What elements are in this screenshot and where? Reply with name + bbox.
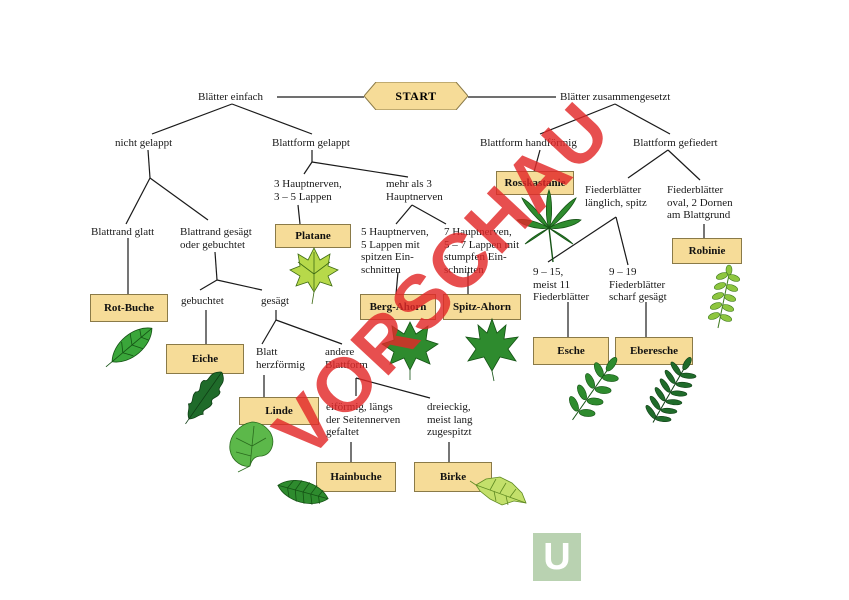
label-fiederblaetter-laenglich: Fiederblätter länglich, spitz [585,184,647,209]
label-andere-blattform: andere Blattform [325,346,368,371]
label-neun-fuenfzehn: 9 – 15, meist 11 Fiederblätter [533,266,590,303]
hainbuche-leaf-icon [277,479,329,505]
rot-buche-leaf-icon [105,327,153,368]
label-blaetter-zusammengesetzt: Blätter zusammengesetzt [560,91,671,103]
esche-leaf-icon [569,356,619,421]
label-blattform-gelappt: Blattform gelappt [272,137,350,149]
birke-leaf-icon [469,476,527,506]
eiche-leaf-icon [185,371,224,425]
label-mehr-als-drei: mehr als 3 Hauptnerven [386,178,443,203]
start-label: START [395,88,437,103]
box-eiche: Eiche [166,344,244,374]
box-robinie: Robinie [672,238,742,264]
start-node: START [364,82,468,110]
label-blattform-gefiedert: Blattform gefiedert [633,137,718,149]
platane-leaf-icon [289,247,339,305]
box-rosskastanie: Rosskastanie [496,171,574,195]
label-sieben-hauptnerven: 7 Hauptnerven, 5 – 7 Lappen mit stumpfen… [444,226,520,276]
box-esche: Esche [533,337,609,365]
label-nicht-gelappt: nicht gelappt [115,137,173,149]
box-eberesche: Eberesche [615,337,693,365]
box-berg-ahorn: Berg-Ahorn [360,294,436,320]
rosskastanie-leaf-icon [516,188,582,263]
linde-leaf-icon [229,421,274,473]
label-gesaegt: gesägt [261,295,290,307]
spitz-ahorn-leaf-icon [465,317,519,382]
box-spitz-ahorn: Spitz-Ahorn [443,294,521,320]
start-shape [364,82,468,110]
label-gebuchtet: gebuchtet [181,295,224,307]
label-blattform-handfoermig: Blattform handförmig [480,137,577,149]
robinie-leaf-icon [707,264,741,329]
box-hainbuche: Hainbuche [316,462,396,492]
label-fiederblaetter-oval: Fiederblätter oval, 2 Dornen am Blattgru… [667,184,733,221]
u-logo: U [533,533,581,581]
label-blaetter-einfach: Blätter einfach [198,91,264,103]
label-blattrand-glatt: Blattrand glatt [91,226,155,238]
label-dreieckig: dreieckig, meist lang zugespitzt [427,401,473,438]
box-birke: Birke [414,462,492,492]
label-fuenf-hauptnerven: 5 Hauptnerven, 5 Lappen mit spitzen Ein-… [361,226,429,276]
box-platane: Platane [275,224,351,248]
label-blattrand-gesaegt: Blattrand gesägt oder gebuchtet [180,226,252,251]
label-eifoermig: eiförmig, längs der Seitennerven gefalte… [326,401,401,438]
label-blatt-herzfoermig: Blatt herzförmig [256,346,305,371]
box-rot-buche: Rot-Buche [90,294,168,322]
label-neun-neunzehn: 9 – 19 Fiederblätter scharf gesägt [609,266,667,303]
eberesche-leaf-icon [645,357,697,423]
berg-ahorn-leaf-icon [381,321,439,380]
box-linde: Linde [239,397,319,425]
label-drei-hauptnerven: 3 Hauptnerven, 3 – 5 Lappen [274,178,342,203]
